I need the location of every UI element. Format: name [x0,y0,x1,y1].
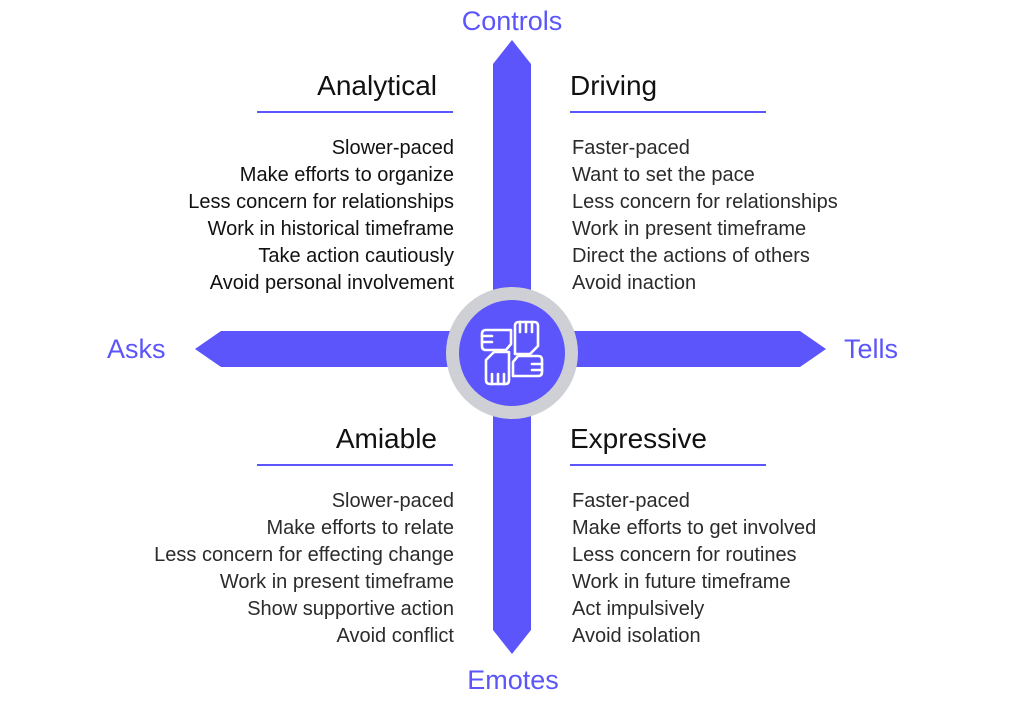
center-circle [459,300,565,406]
trait-item: Act impulsively [572,598,705,620]
trait-item: Make efforts to relate [266,517,455,539]
title-underline [257,111,453,113]
trait-item: Less concern for routines [572,544,797,566]
trait-item: Less concern for relationships [188,191,454,213]
trait-item: Take action cautiously [258,245,454,267]
trait-item: Faster-paced [572,137,690,159]
trait-item: Make efforts to get involved [572,517,817,539]
trait-item: Direct the actions of others [572,245,810,267]
trait-item: Work in present timeframe [219,571,454,593]
quadrant-title: Analytical [317,70,437,101]
quadrant-title: Driving [570,70,658,101]
trait-item: Work in future timeframe [572,571,791,593]
axis-label-top: Controls [461,6,563,36]
axis-label-left: Asks [107,334,166,364]
trait-item: Slower-paced [331,137,454,159]
trait-item: Faster-paced [572,490,690,512]
title-underline [257,464,453,466]
trait-item: Avoid conflict [336,625,454,647]
trait-item: Avoid isolation [572,625,701,647]
joined-hands-icon [480,320,544,386]
trait-item: Slower-paced [331,490,454,512]
trait-item: Less concern for relationships [572,191,838,213]
axis-label-bottom: Emotes [467,665,559,695]
trait-item: Want to set the pace [572,164,755,186]
trait-item: Show supportive action [247,598,454,620]
trait-item: Avoid inaction [572,272,697,294]
axis-label-right: Tells [844,334,899,364]
trait-item: Work in historical timeframe [207,218,454,240]
trait-item: Avoid personal involvement [209,272,454,294]
trait-item: Work in present timeframe [572,218,807,240]
quadrant-title: Amiable [335,423,437,454]
quadrant-title: Expressive [570,423,707,454]
title-underline [570,111,766,113]
title-underline [570,464,766,466]
trait-item: Make efforts to organize [239,164,454,186]
trait-item: Less concern for effecting change [154,544,454,566]
